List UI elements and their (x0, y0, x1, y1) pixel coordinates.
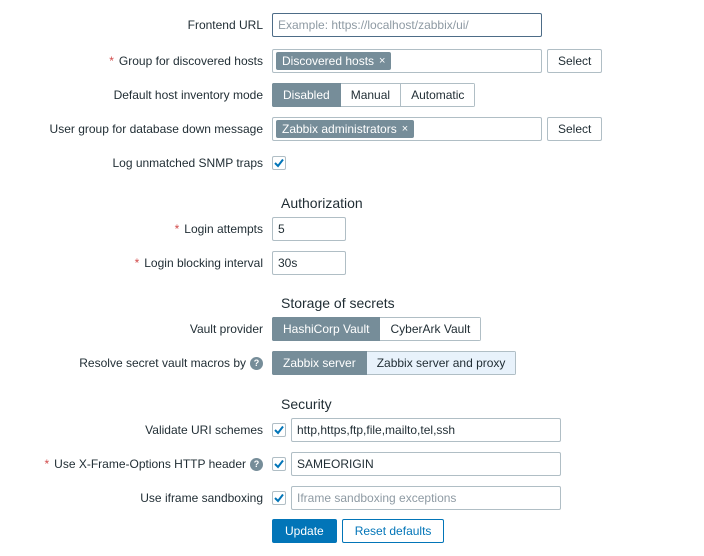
form-row-group-for-discovered-hosts: * Group for discovered hosts Discovered … (0, 49, 704, 73)
form-row-resolve-secret-vault-macros-by: Resolve secret vault macros by ? Zabbix … (0, 351, 704, 375)
label-validate-uri-schemes: Validate URI schemes (0, 418, 272, 442)
footer-buttons: Update Reset defaults (272, 519, 445, 543)
field-x-frame-options (272, 452, 561, 476)
update-button[interactable]: Update (272, 519, 337, 543)
vault-provider-option-cyberark[interactable]: CyberArk Vault (380, 317, 482, 341)
label-user-group-db-down-text: User group for database down message (49, 122, 263, 136)
vault-provider-radio-group: HashiCorp Vault CyberArk Vault (272, 317, 482, 341)
group-for-discovered-hosts-multiselect[interactable]: Discovered hosts × (272, 49, 542, 73)
label-x-frame-options-text: Use X-Frame-Options HTTP header (54, 457, 246, 471)
field-default-host-inventory-mode: Disabled Manual Automatic (272, 83, 476, 107)
label-iframe-sandboxing: Use iframe sandboxing (0, 486, 272, 510)
form-row-log-unmatched-snmp-traps: Log unmatched SNMP traps (0, 151, 704, 175)
form-row-frontend-url: Frontend URL (0, 13, 704, 37)
x-frame-options-input[interactable] (291, 452, 561, 476)
select-user-group-button[interactable]: Select (547, 117, 603, 141)
form-row-default-host-inventory-mode: Default host inventory mode Disabled Man… (0, 83, 704, 107)
label-vault-provider: Vault provider (0, 317, 272, 341)
label-login-attempts: * Login attempts (0, 217, 272, 241)
resolve-macros-option-zabbix-server[interactable]: Zabbix server (272, 351, 367, 375)
required-asterisk: * (44, 457, 50, 471)
field-vault-provider: HashiCorp Vault CyberArk Vault (272, 317, 482, 341)
default-host-inventory-mode-radio-group: Disabled Manual Automatic (272, 83, 476, 107)
label-resolve-secret-vault-macros-by-text: Resolve secret vault macros by (79, 356, 246, 370)
checkmark-icon (274, 158, 284, 168)
label-log-unmatched-snmp-traps-text: Log unmatched SNMP traps (112, 156, 263, 170)
login-blocking-interval-input[interactable] (272, 251, 346, 275)
chip-remove-icon[interactable]: × (379, 54, 386, 67)
label-resolve-secret-vault-macros-by: Resolve secret vault macros by ? (0, 351, 272, 375)
label-frontend-url-text: Frontend URL (187, 18, 263, 32)
multiselect-chip[interactable]: Discovered hosts × (276, 52, 392, 70)
resolve-macros-option-zabbix-server-and-proxy[interactable]: Zabbix server and proxy (366, 351, 517, 375)
label-login-blocking-interval: * Login blocking interval (0, 251, 272, 275)
checkmark-icon (274, 459, 284, 469)
form-row-user-group-db-down: User group for database down message Zab… (0, 117, 704, 141)
frontend-url-input[interactable] (272, 13, 542, 37)
form-row-x-frame-options: * Use X-Frame-Options HTTP header ? (0, 452, 704, 476)
form-row-login-attempts: * Login attempts (0, 217, 704, 241)
section-heading-storage-of-secrets: Storage of secrets (281, 295, 395, 311)
field-iframe-sandboxing (272, 486, 561, 510)
label-log-unmatched-snmp-traps: Log unmatched SNMP traps (0, 151, 272, 175)
multiselect-chip-label: Zabbix administrators (282, 122, 397, 136)
field-log-unmatched-snmp-traps (272, 151, 286, 175)
inventory-mode-option-disabled[interactable]: Disabled (272, 83, 341, 107)
label-default-host-inventory-mode: Default host inventory mode (0, 83, 272, 107)
label-login-attempts-text: Login attempts (184, 222, 263, 236)
field-login-attempts (272, 217, 346, 241)
label-vault-provider-text: Vault provider (189, 322, 263, 336)
inventory-mode-option-manual[interactable]: Manual (340, 83, 402, 107)
label-validate-uri-schemes-text: Validate URI schemes (145, 423, 263, 437)
user-group-db-down-multiselect[interactable]: Zabbix administrators × (272, 117, 542, 141)
label-login-blocking-interval-text: Login blocking interval (144, 256, 263, 270)
validate-uri-schemes-input[interactable] (291, 418, 561, 442)
x-frame-options-checkbox[interactable] (272, 457, 286, 471)
label-x-frame-options: * Use X-Frame-Options HTTP header ? (0, 452, 272, 476)
checkmark-icon (274, 425, 284, 435)
section-heading-authorization: Authorization (281, 195, 363, 211)
iframe-sandboxing-input[interactable] (291, 486, 561, 510)
form-row-iframe-sandboxing: Use iframe sandboxing (0, 486, 704, 510)
help-icon[interactable]: ? (250, 457, 263, 471)
chip-remove-icon[interactable]: × (401, 122, 409, 135)
required-asterisk: * (174, 222, 180, 236)
vault-provider-option-hashicorp[interactable]: HashiCorp Vault (272, 317, 381, 341)
inventory-mode-option-automatic[interactable]: Automatic (401, 83, 476, 107)
log-unmatched-snmp-traps-checkbox[interactable] (272, 156, 286, 170)
login-attempts-input[interactable] (272, 217, 346, 241)
resolve-secret-vault-macros-radio-group: Zabbix server Zabbix server and proxy (272, 351, 517, 375)
required-asterisk: * (109, 54, 114, 68)
label-group-for-discovered-hosts-text: Group for discovered hosts (118, 54, 263, 68)
label-iframe-sandboxing-text: Use iframe sandboxing (140, 491, 263, 505)
field-resolve-secret-vault-macros-by: Zabbix server Zabbix server and proxy (272, 351, 517, 375)
field-login-blocking-interval (272, 251, 346, 275)
field-user-group-db-down: Zabbix administrators × Select (272, 117, 603, 141)
multiselect-chip[interactable]: Zabbix administrators × (276, 120, 415, 138)
label-frontend-url: Frontend URL (0, 13, 272, 37)
checkmark-icon (274, 493, 284, 503)
help-icon[interactable]: ? (250, 356, 263, 370)
iframe-sandboxing-checkbox[interactable] (272, 491, 286, 505)
form-row-vault-provider: Vault provider HashiCorp Vault CyberArk … (0, 317, 704, 341)
field-frontend-url (272, 13, 542, 37)
validate-uri-schemes-checkbox[interactable] (272, 423, 286, 437)
label-default-host-inventory-mode-text: Default host inventory mode (113, 88, 263, 102)
field-group-for-discovered-hosts: Discovered hosts × Select (272, 49, 603, 73)
required-asterisk: * (134, 256, 140, 270)
label-group-for-discovered-hosts: * Group for discovered hosts (0, 49, 272, 73)
form-row-validate-uri-schemes: Validate URI schemes (0, 418, 704, 442)
multiselect-chip-label: Discovered hosts (282, 54, 375, 68)
field-validate-uri-schemes (272, 418, 561, 442)
form-row-login-blocking-interval: * Login blocking interval (0, 251, 704, 275)
form-footer: Update Reset defaults (0, 519, 704, 543)
label-user-group-db-down: User group for database down message (0, 117, 272, 141)
reset-defaults-button[interactable]: Reset defaults (341, 519, 445, 543)
select-group-button[interactable]: Select (547, 49, 603, 73)
section-heading-security: Security (281, 396, 332, 412)
